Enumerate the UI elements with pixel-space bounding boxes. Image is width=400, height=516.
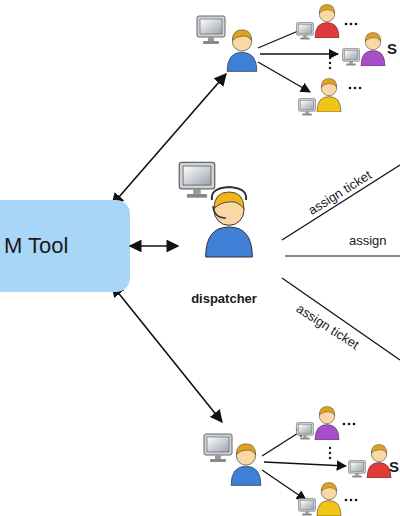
assign-arrow xyxy=(264,462,346,466)
name-fragment: S xyxy=(387,40,397,57)
connector-arrow xyxy=(130,245,178,247)
monitor-icon xyxy=(299,99,316,116)
headset xyxy=(213,206,226,218)
person-icon xyxy=(231,444,261,486)
person-icon xyxy=(361,33,385,66)
assign-arrow xyxy=(258,62,310,92)
assign-line xyxy=(285,255,400,257)
person-icon xyxy=(227,30,257,72)
monitor-icon xyxy=(343,49,360,66)
ellipsis-dots xyxy=(329,423,358,502)
assign-line xyxy=(282,278,400,360)
headset xyxy=(212,187,246,200)
edge-text: assign ticket xyxy=(305,167,374,218)
tool-box: M Tool xyxy=(0,200,130,292)
assign-arrow xyxy=(260,53,338,54)
monitor-icon xyxy=(197,16,225,44)
monitor-icon xyxy=(299,499,316,516)
person-icon xyxy=(317,79,341,112)
person-icon xyxy=(367,445,391,478)
monitor-icon xyxy=(297,423,314,440)
tool-lead-arrow xyxy=(112,74,226,205)
node-text: M Tool xyxy=(4,233,68,259)
monitor-icon xyxy=(179,162,214,197)
ellipsis-dots xyxy=(329,23,362,90)
monitor-icon xyxy=(349,461,366,478)
monitor-icon xyxy=(204,434,232,462)
edge-text: assign xyxy=(349,233,387,248)
node-text: dispatcher xyxy=(191,291,257,306)
monitor-icon xyxy=(297,23,314,40)
person-icon xyxy=(317,483,341,516)
person-icon xyxy=(315,5,339,38)
dispatcher-person xyxy=(206,192,253,257)
name-fragment: S xyxy=(389,458,399,475)
assign-line xyxy=(282,165,400,240)
assign-arrow xyxy=(262,470,306,500)
person-icon xyxy=(315,407,339,440)
dispatcher-node: dispatcher xyxy=(178,160,270,306)
